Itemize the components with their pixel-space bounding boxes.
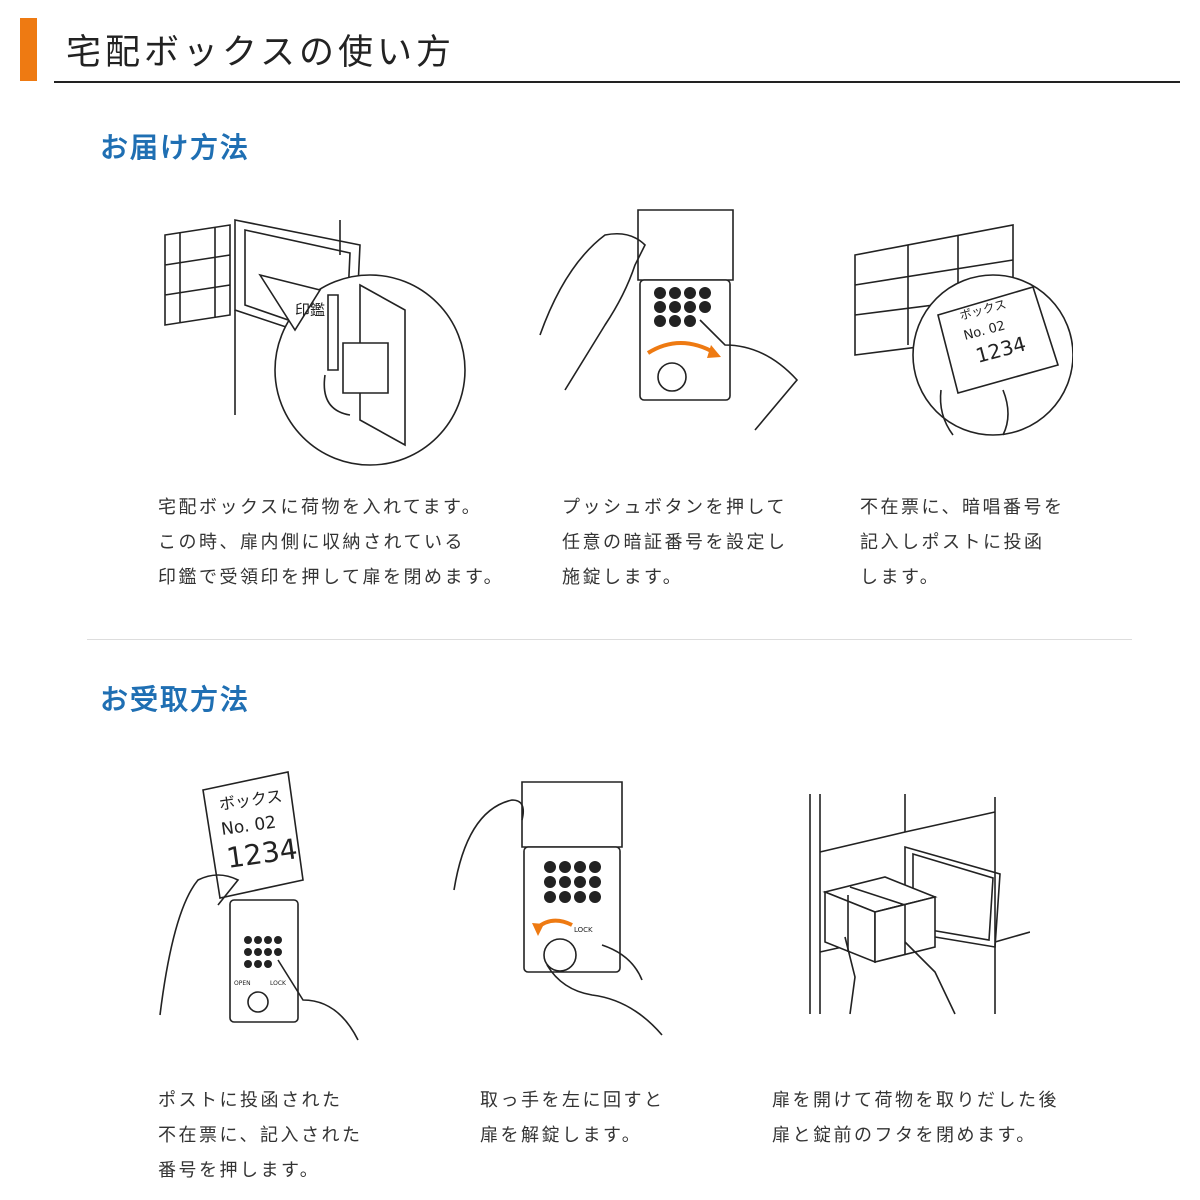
- illustration-box-stamp: 印鑑: [160, 215, 470, 470]
- delivery-step-2-caption: プッシュボタンを押して 任意の暗証番号を設定し 施錠します。: [562, 490, 788, 595]
- stamp-label: 印鑑: [295, 301, 325, 319]
- caption-line: 取っ手を左に回すと: [480, 1090, 665, 1111]
- caption-line: プッシュボタンを押して: [562, 497, 787, 518]
- delivery-step-3-caption: 不在票に、暗唱番号を 記入しポストに投函 します。: [860, 490, 1064, 595]
- title-accent-bar: [20, 18, 37, 81]
- illustration-keypad-lock: [535, 205, 805, 435]
- caption-line: 宅配ボックスに荷物を入れてます。: [158, 497, 483, 518]
- section-heading-delivery: お届け方法: [100, 131, 251, 164]
- caption-line: します。: [860, 567, 941, 588]
- pickup-step-2-caption: 取っ手を左に回すと 扉を解錠します。: [480, 1083, 665, 1153]
- caption-line: 扉と錠前のフタを閉めます。: [772, 1125, 1037, 1146]
- caption-line: 記入しポストに投函: [860, 532, 1045, 553]
- open-label: OPEN: [234, 980, 251, 987]
- delivery-step-1-caption: 宅配ボックスに荷物を入れてます。 この時、扉内側に収納されている 印鑑で受領印を…: [158, 490, 504, 595]
- caption-line: 不在票に、暗唱番号を: [860, 497, 1065, 518]
- illustration-delivery-slip: ボックス No. 02 1234: [853, 215, 1073, 440]
- section-heading-pickup: お受取方法: [100, 683, 251, 716]
- caption-line: 扉を開けて荷物を取りだした後: [772, 1090, 1059, 1111]
- pickup-step-1-caption: ポストに投函された 不在票に、記入された 番号を押します。: [158, 1083, 362, 1188]
- section-divider: [87, 639, 1132, 640]
- page-title: 宅配ボックスの使い方: [66, 33, 455, 73]
- caption-line: 任意の暗証番号を設定し: [562, 532, 788, 553]
- caption-line: 不在票に、記入された: [158, 1125, 363, 1146]
- caption-line: 扉を解錠します。: [480, 1125, 643, 1146]
- illustration-turn-handle: LOCK: [452, 780, 667, 1040]
- caption-line: 印鑑で受領印を押して扉を閉めます。: [158, 567, 505, 588]
- caption-line: 番号を押します。: [158, 1160, 321, 1181]
- caption-line: この時、扉内側に収納されている: [158, 532, 465, 553]
- title-underline: [54, 81, 1180, 83]
- illustration-open-door-parcel: [805, 792, 1030, 1017]
- caption-line: 施錠します。: [562, 567, 684, 588]
- pickup-step-3-caption: 扉を開けて荷物を取りだした後 扉と錠前のフタを閉めます。: [772, 1083, 1059, 1153]
- illustration-enter-code: ボックス No. 02 1234 OPEN LOCK: [158, 770, 363, 1045]
- lock-label: LOCK: [574, 926, 593, 934]
- lock-label: LOCK: [270, 980, 287, 987]
- caption-line: ポストに投函された: [158, 1090, 343, 1111]
